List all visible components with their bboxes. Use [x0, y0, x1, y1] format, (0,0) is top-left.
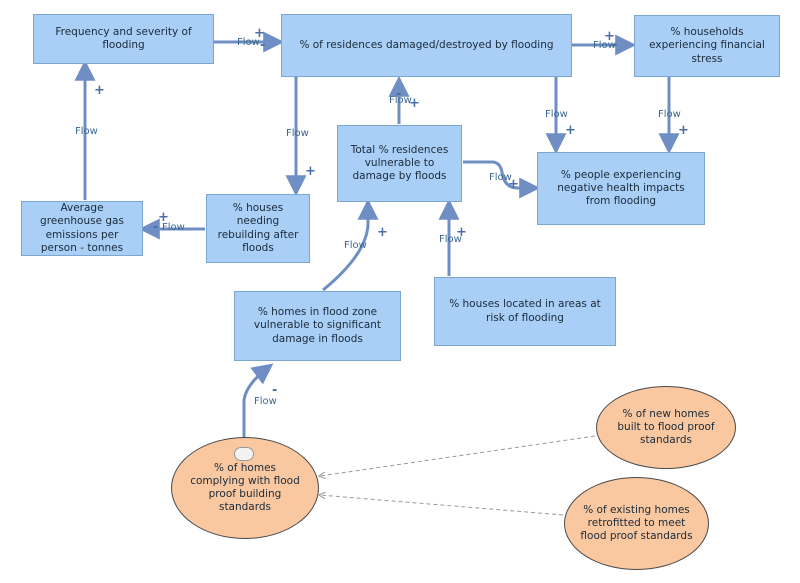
connector-existing-homes-to-complying[interactable] [320, 495, 564, 516]
flow-label: Flow [489, 172, 512, 183]
polarity-plus: + [158, 210, 169, 225]
node-label: % of existing homes retrofitted to meet … [580, 503, 693, 543]
polarity-plus: + [94, 83, 105, 98]
node-new-homes[interactable]: % of new homes built to flood proof stan… [596, 386, 736, 469]
node-homes-complying[interactable]: % of homes complying with flood proof bu… [171, 437, 319, 539]
flow-label: Flow [344, 240, 367, 251]
node-label: % homes in flood zone vulnerable to sign… [253, 306, 382, 345]
flow-label: Flow [75, 126, 98, 137]
polarity-minus: - [396, 87, 402, 102]
polarity-plus: + [565, 123, 576, 138]
node-label: % of residences damaged/destroyed by flo… [299, 38, 554, 51]
node-health-impacts[interactable]: % people experiencing negative health im… [537, 152, 705, 225]
polarity-plus: + [508, 177, 519, 192]
flow-label: Flow [439, 234, 462, 245]
polarity-minus: - [260, 38, 266, 53]
node-label: Average greenhouse gas emissions per per… [40, 202, 124, 254]
flow-label: Flow [162, 222, 185, 233]
flow-label: Flow [254, 396, 277, 407]
node-houses-rebuilding[interactable]: % houses needing rebuilding after floods [206, 194, 310, 263]
node-label: % houses needing rebuilding after floods [217, 202, 299, 254]
polarity-minus: - [153, 220, 159, 235]
polarity-minus: - [272, 383, 278, 398]
node-label: % people experiencing negative health im… [557, 168, 685, 208]
node-total-vulnerable[interactable]: Total % residences vulnerable to damage … [337, 125, 462, 202]
node-label: Total % residences vulnerable to damage … [350, 143, 449, 183]
node-label: % households experiencing financial stre… [649, 26, 765, 65]
polarity-minus: - [612, 38, 618, 53]
polarity-plus: + [254, 26, 265, 41]
node-households-financial-stress[interactable]: % households experiencing financial stre… [634, 15, 780, 77]
node-label: Frequency and severity of flooding [55, 25, 192, 51]
polarity-plus: + [377, 225, 388, 240]
flow-label: Flow [593, 40, 616, 51]
polarity-plus: + [409, 96, 420, 111]
flow-label: Flow [658, 109, 681, 120]
flow-label: Flow [286, 128, 309, 139]
flow-label: Flow [389, 95, 412, 106]
flow-vulnerable-to-health[interactable] [463, 160, 541, 199]
flow-floodzone-to-vulnerable[interactable] [322, 198, 379, 292]
node-label: % of homes complying with flood proof bu… [190, 461, 300, 514]
connector-new-homes-to-complying[interactable] [320, 435, 596, 476]
node-greenhouse-emissions[interactable]: Average greenhouse gas emissions per per… [21, 201, 143, 256]
polarity-plus: + [305, 164, 316, 179]
flow-label: Flow [237, 37, 260, 48]
cloud-source-icon [234, 447, 254, 461]
node-homes-flood-zone[interactable]: % homes in flood zone vulnerable to sign… [234, 291, 401, 361]
node-label: % of new homes built to flood proof stan… [617, 407, 715, 447]
node-houses-risk-areas[interactable]: % houses located in areas at risk of flo… [434, 277, 616, 346]
polarity-plus: + [604, 29, 615, 44]
node-existing-homes[interactable]: % of existing homes retrofitted to meet … [564, 477, 709, 570]
polarity-plus: + [678, 123, 689, 138]
node-label: % houses located in areas at risk of flo… [449, 298, 601, 324]
polarity-plus: + [456, 225, 467, 240]
flow-label: Flow [545, 109, 568, 120]
node-frequency-severity[interactable]: Frequency and severity of flooding [33, 14, 214, 64]
flow-complying-to-floodzone[interactable] [242, 363, 274, 446]
node-residences-damaged[interactable]: % of residences damaged/destroyed by flo… [281, 14, 572, 77]
